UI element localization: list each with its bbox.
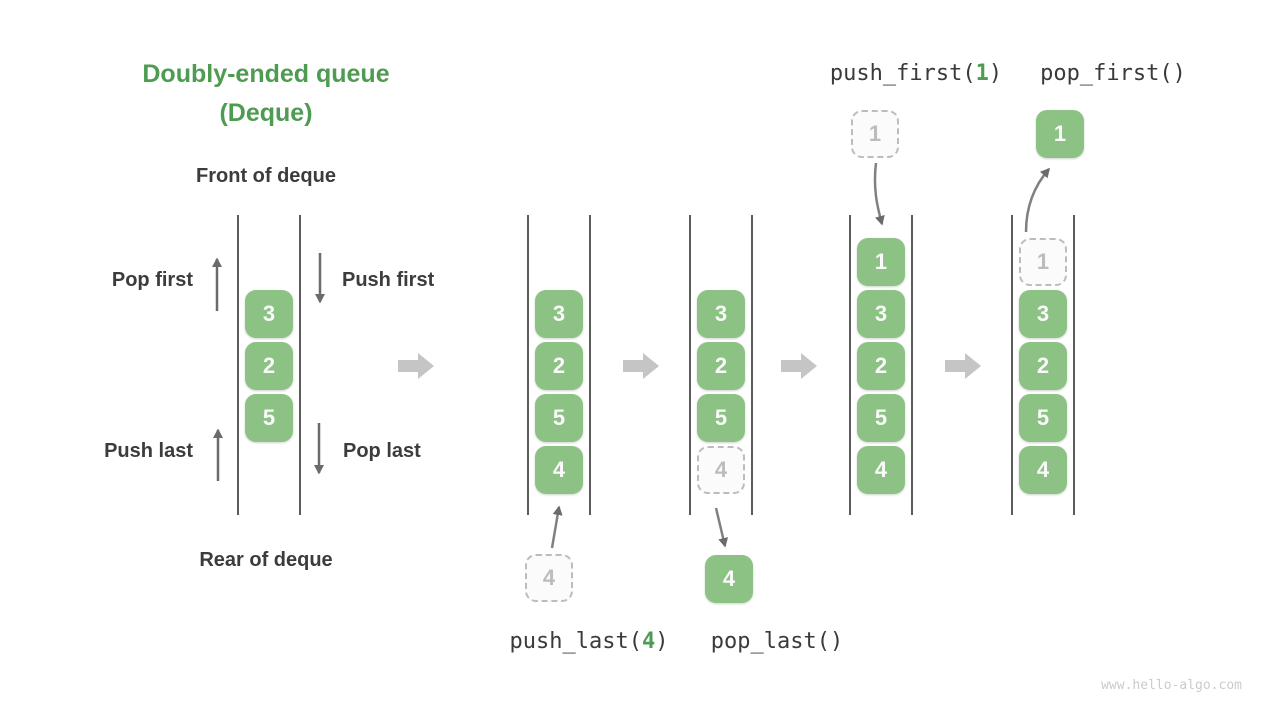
push-first-code-arg: 1	[975, 61, 989, 86]
page-title: Doubly-ended queue (Deque)	[142, 55, 389, 133]
queue-cell: 3	[1019, 290, 1067, 338]
push-first-code-suffix: )	[988, 61, 1003, 86]
queue-cell: 2	[1019, 342, 1067, 390]
step-arrow-3-icon	[781, 353, 817, 379]
queue-cell: 2	[857, 342, 905, 390]
queue-cell: 3	[535, 290, 583, 338]
queue-cell: 2	[697, 342, 745, 390]
queue-after-push-last: 3 2 5 4	[527, 215, 591, 515]
queue-cell-ghost: 1	[1019, 238, 1067, 286]
queue-cell: 4	[1019, 446, 1067, 494]
push-last-code-suffix: )	[655, 629, 669, 654]
queue-cell: 1	[857, 238, 905, 286]
push-first-source-box: 1	[851, 110, 899, 158]
push-last-code-arg: 4	[641, 629, 656, 654]
queue-cell: 4	[857, 446, 905, 494]
queue-cell: 2	[245, 342, 293, 390]
queue-cell: 3	[245, 290, 293, 338]
watermark: www.hello-algo.com	[1101, 678, 1242, 693]
step-arrow-1-icon	[398, 353, 434, 379]
push-last-label: Push last	[104, 440, 193, 462]
step-arrow-4-icon	[945, 353, 981, 379]
pop-last-result-box: 4	[705, 555, 753, 603]
push-first-code-prefix: push_first(	[829, 61, 976, 86]
push-last-code-prefix: push_last(	[509, 629, 642, 654]
queue-cell: 2	[535, 342, 583, 390]
pop-first-label: Pop first	[111, 269, 193, 291]
rear-of-deque-label: Rear of deque	[199, 549, 333, 571]
queue-cell: 5	[857, 394, 905, 442]
queue-cell: 5	[697, 394, 745, 442]
queue-cell: 5	[245, 394, 293, 442]
pop-first-code-label: pop_first()	[1040, 61, 1186, 86]
pop-last-label: Pop last	[343, 440, 421, 462]
front-of-deque-label: Front of deque	[196, 165, 336, 187]
queue-cell: 5	[1019, 394, 1067, 442]
queue-cell: 4	[535, 446, 583, 494]
step-arrow-2-icon	[623, 353, 659, 379]
queue-cell: 3	[857, 290, 905, 338]
queue-after-push-first: 1 3 2 5 4	[849, 215, 913, 515]
queue-cell-ghost: 4	[697, 446, 745, 494]
queue-initial: 3 2 5	[237, 215, 301, 515]
queue-cell: 3	[697, 290, 745, 338]
page-title-line1: Doubly-ended queue	[142, 60, 390, 88]
queue-after-pop-last: 3 2 5 4	[689, 215, 753, 515]
pop-first-result-box: 1	[1036, 110, 1084, 158]
push-last-code-label: push_last(4)	[510, 629, 669, 654]
queue-after-pop-first: 1 3 2 5 4	[1011, 215, 1075, 515]
push-first-code-label: push_first(1)	[830, 61, 1002, 86]
queue-cell: 5	[535, 394, 583, 442]
push-first-label: Push first	[342, 269, 435, 291]
push-last-source-box: 4	[525, 554, 573, 602]
page-title-line2: (Deque)	[219, 99, 313, 127]
pop-last-code-label: pop_last()	[710, 629, 844, 654]
